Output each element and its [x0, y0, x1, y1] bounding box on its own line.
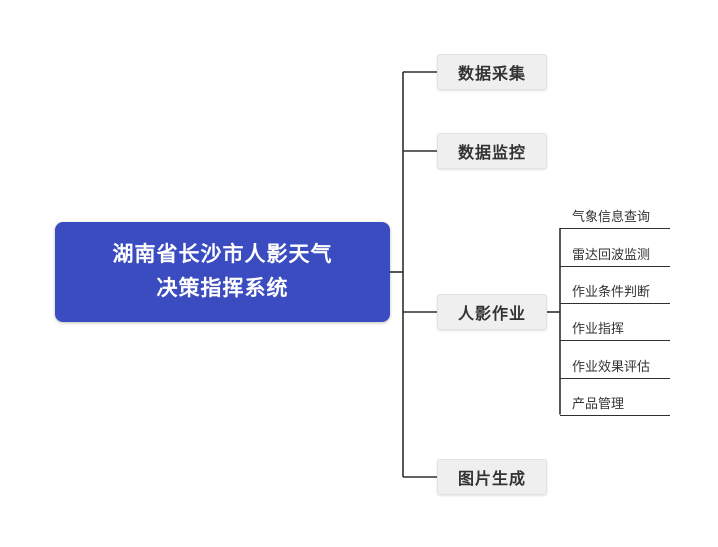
- root-node[interactable]: 湖南省长沙市人影天气 决策指挥系统: [55, 222, 390, 322]
- branch-node-operations[interactable]: 人影作业: [437, 294, 547, 330]
- branch-node-image-generation[interactable]: 图片生成: [437, 459, 547, 495]
- leaf-node-operation-effect-evaluation[interactable]: 作业效果评估: [560, 355, 670, 379]
- leaf-node-product-management[interactable]: 产品管理: [560, 392, 670, 416]
- branch-node-data-collection[interactable]: 数据采集: [437, 54, 547, 90]
- leaf-node-operation-command[interactable]: 作业指挥: [560, 317, 670, 341]
- leaf-node-weather-info-query[interactable]: 气象信息查询: [560, 205, 670, 229]
- leaf-node-radar-echo-monitoring[interactable]: 雷达回波监测: [560, 243, 670, 267]
- branch-node-data-monitoring[interactable]: 数据监控: [437, 133, 547, 169]
- leaf-node-operation-condition-judgment[interactable]: 作业条件判断: [560, 280, 670, 304]
